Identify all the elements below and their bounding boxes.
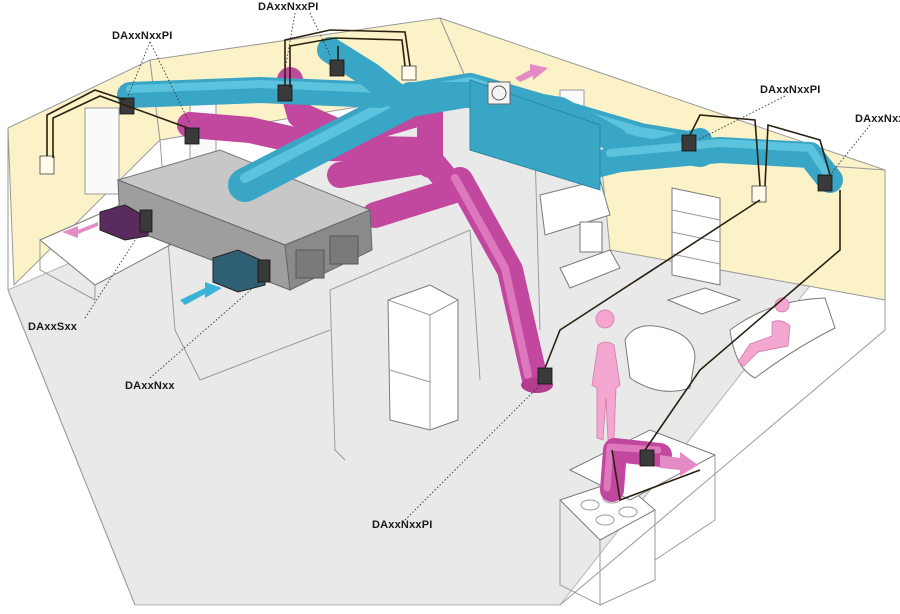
label-left-nxx: DAxxNxx: [125, 380, 175, 392]
window: [84, 107, 120, 195]
partition: [469, 229, 481, 381]
tv-stand: [559, 249, 621, 289]
armchair: [624, 325, 696, 392]
label-top-left: DAxxNxxPI: [112, 30, 173, 42]
coffee-table: [666, 287, 742, 315]
kitchen-counter: [539, 179, 611, 236]
label-right-far: DAxxNxx: [855, 113, 900, 125]
partition: [329, 289, 346, 461]
labels: DAxxNxxPI DAxxNxxPI DAxxNxxPI DAxxNxx DA…: [28, 1, 900, 531]
thermostat-icon: [39, 155, 55, 175]
partition: [329, 229, 471, 291]
thermostat-icon: [751, 185, 767, 203]
partition: [199, 329, 331, 381]
leader-lines: [84, 12, 871, 521]
motorized-damper-icon: [537, 367, 553, 385]
motorized-damper-icon: [817, 174, 833, 192]
fan-vent-icon: [487, 81, 511, 105]
motorized-damper-icon: [681, 134, 697, 152]
label-left-sxx: DAxxSxx: [28, 321, 78, 333]
exhaust-damper: [99, 204, 149, 241]
air-arrow-icon: [515, 64, 548, 82]
person-standing: [591, 309, 621, 441]
fresh-air-damper: [212, 249, 266, 293]
motorized-damper-icon: [184, 127, 200, 145]
supply-plenum: [469, 79, 601, 191]
air-arrows: [62, 64, 698, 476]
partition: [534, 149, 541, 331]
air-arrow-icon: [180, 282, 222, 305]
motorized-damper-icon: [639, 449, 655, 467]
label-right-upper: DAxxNxxPI: [760, 84, 821, 96]
supply-ducts: [117, 37, 843, 202]
control-cables: [46, 29, 841, 502]
tv: [579, 221, 603, 253]
fridge: [387, 284, 459, 431]
motorized-dampers: [119, 59, 833, 467]
thermostats: [39, 65, 767, 203]
label-top-center: DAxxNxxPI: [258, 1, 319, 13]
air-arrow-icon: [62, 222, 98, 238]
air-arrow-icon: [660, 452, 698, 476]
motorized-damper-icon: [329, 59, 345, 77]
label-bottom-center: DAxxNxxPI: [372, 519, 433, 531]
thermostat-icon: [401, 65, 417, 81]
